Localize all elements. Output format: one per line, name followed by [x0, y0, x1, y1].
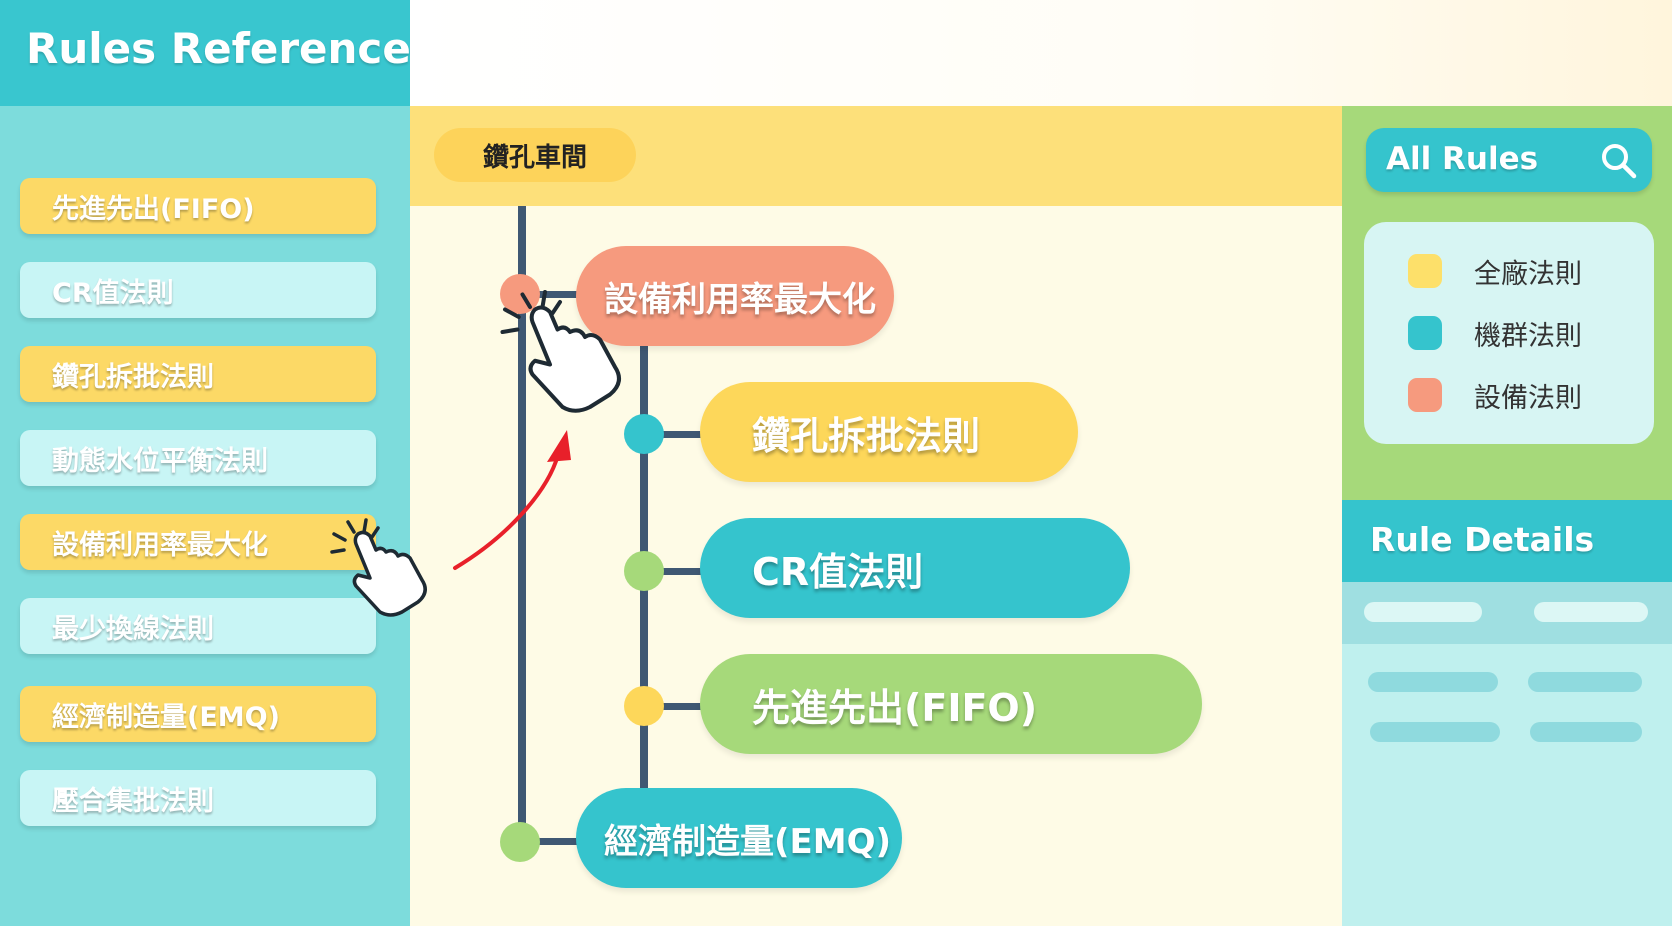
placeholder-bar	[1368, 672, 1498, 692]
legend-item-machine-group-rule: 機群法則	[1408, 314, 1582, 352]
placeholder-bar	[1530, 722, 1642, 742]
sidebar-item-lamination-batch[interactable]: 壓合集批法則	[20, 770, 376, 826]
sidebar-header: Rules Reference	[0, 0, 411, 106]
tree-node-emq[interactable]: 經濟制造量(EMQ)	[576, 788, 902, 888]
rule-details-panel: Rule Details	[1342, 500, 1672, 926]
tree-node-dot	[624, 686, 664, 726]
sidebar-item-drill-split-batch[interactable]: 鑽孔拆批法則	[20, 346, 376, 402]
details-placeholder-band	[1342, 582, 1672, 644]
placeholder-bar	[1364, 602, 1482, 622]
tree-node-drill-split-batch[interactable]: 鑽孔拆批法則	[700, 382, 1078, 482]
workshop-header: 鑽孔車間	[410, 106, 1342, 206]
rule-tree-panel: 鑽孔車間 設備利用率最大化 鑽孔拆批法則 CR值法則 先進先出(FIFO) 經濟…	[410, 106, 1342, 926]
tree-node-dot	[624, 551, 664, 591]
legend-item-equipment-rule: 設備法則	[1408, 376, 1582, 414]
sidebar-item-min-changeover[interactable]: 最少換線法則	[20, 598, 376, 654]
legend-item-plant-rule: 全廠法則	[1408, 252, 1582, 290]
legend-label: 全廠法則	[1474, 258, 1582, 290]
sidebar-item-fifo[interactable]: 先進先出(FIFO)	[20, 178, 376, 234]
sidebar-item-emq[interactable]: 經濟制造量(EMQ)	[20, 686, 376, 742]
tree-branch-line	[522, 291, 582, 298]
sidebar-item-cr-value[interactable]: CR值法則	[20, 262, 376, 318]
placeholder-bar	[1528, 672, 1642, 692]
all-rules-search[interactable]: All Rules	[1366, 128, 1652, 192]
app-title: Rules Reference	[26, 24, 411, 73]
tree-branch-line	[644, 431, 714, 438]
legend-label: 機群法則	[1474, 320, 1582, 352]
search-icon[interactable]	[1600, 142, 1638, 180]
tree-branch-line	[522, 838, 582, 845]
placeholder-bar	[1370, 722, 1500, 742]
rule-details-title: Rule Details	[1370, 520, 1595, 559]
legend: 全廠法則 機群法則 設備法則	[1364, 222, 1654, 444]
tree-node-dot	[624, 414, 664, 454]
tree-node-dot	[500, 274, 540, 314]
rule-details-header: Rule Details	[1342, 500, 1672, 582]
right-panel: All Rules 全廠法則 機群法則 設備法則 Rule Details	[1342, 106, 1672, 926]
sidebar-item-dynamic-water-level[interactable]: 動態水位平衡法則	[20, 430, 376, 486]
search-label: All Rules	[1386, 141, 1539, 177]
legend-swatch	[1408, 316, 1442, 350]
tree-node-cr-value[interactable]: CR值法則	[700, 518, 1130, 618]
tree-node-equipment-utilization[interactable]: 設備利用率最大化	[576, 246, 894, 346]
tab-drilling-workshop[interactable]: 鑽孔車間	[434, 128, 636, 182]
rules-sidebar: Rules Reference 先進先出(FIFO) CR值法則 鑽孔拆批法則 …	[0, 0, 411, 926]
placeholder-bar	[1534, 602, 1648, 622]
tree-branch-line	[644, 703, 714, 710]
top-background	[410, 0, 1672, 106]
tree-node-dot	[500, 822, 540, 862]
legend-swatch	[1408, 254, 1442, 288]
legend-label: 設備法則	[1474, 382, 1582, 414]
tree-branch-line	[644, 568, 714, 575]
tree-node-fifo[interactable]: 先進先出(FIFO)	[700, 654, 1202, 754]
sidebar-item-equipment-utilization[interactable]: 設備利用率最大化	[20, 514, 376, 570]
legend-swatch	[1408, 378, 1442, 412]
